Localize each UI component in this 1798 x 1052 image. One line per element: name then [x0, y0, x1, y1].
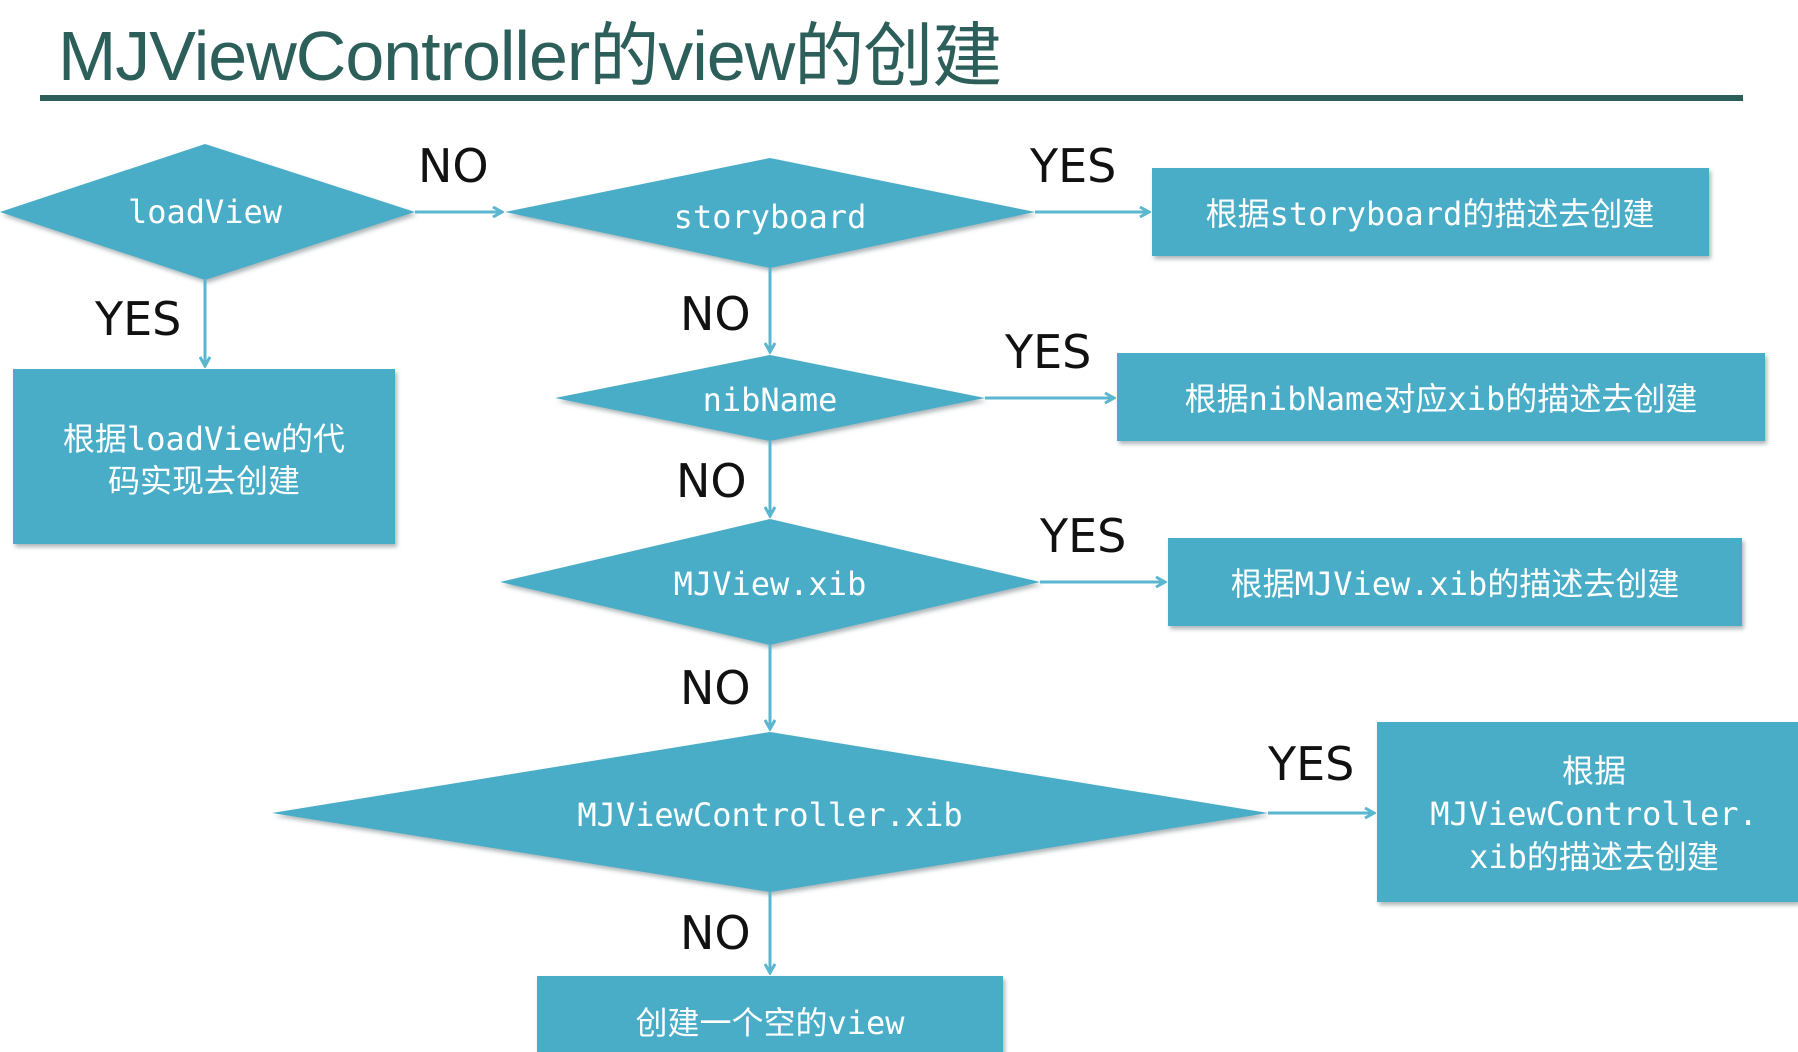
result-mjvc-line2: MJViewController. [1430, 795, 1758, 833]
decision-storyboard-shape [505, 158, 1035, 268]
result-empty-view: 创建一个空的view [537, 976, 1003, 1052]
result-nibname-box [1117, 353, 1765, 441]
decision-nibname: nibName [555, 355, 985, 441]
edge-label-loadview-yes: YES [94, 292, 181, 346]
decision-loadview-shape [0, 144, 415, 280]
decision-mjview-xib: MJView.xib [500, 519, 1040, 645]
result-storyboard: 根据storyboard的描述去创建 [1152, 168, 1709, 256]
decision-nibname-label: nibName [703, 381, 838, 419]
decision-mjviewcontroller-xib-label: MJViewController.xib [577, 796, 962, 834]
decision-loadview: loadView [0, 144, 415, 280]
result-storyboard-box [1152, 168, 1709, 256]
decision-loadview-label: loadView [128, 193, 283, 231]
result-mjview-xib: 根据MJView.xib的描述去创建 [1168, 538, 1742, 626]
connectors [205, 212, 1374, 973]
result-loadview-line1: 根据loadView的代 [63, 420, 345, 458]
edge-label-loadview-no: NO [418, 139, 489, 193]
edge-label-mjvc-yes: YES [1267, 737, 1354, 791]
edge-label-storyboard-yes: YES [1029, 139, 1116, 193]
decision-nibname-shape [555, 355, 985, 441]
result-loadview: 根据loadView的代 码实现去创建 [13, 369, 395, 544]
decision-mjviewcontroller-xib: MJViewController.xib [272, 732, 1268, 892]
result-storyboard-label: 根据storyboard的描述去创建 [1206, 195, 1655, 233]
result-mjviewcontroller-xib-box [1377, 722, 1798, 902]
result-nibname-label: 根据nibName对应xib的描述去创建 [1185, 380, 1698, 418]
result-mjviewcontroller-xib: 根据 MJViewController. xib的描述去创建 [1377, 722, 1798, 902]
result-mjview-xib-box [1168, 538, 1742, 626]
result-nibname: 根据nibName对应xib的描述去创建 [1117, 353, 1765, 441]
result-mjvc-line3: xib的描述去创建 [1469, 838, 1719, 876]
decision-storyboard: storyboard [505, 158, 1035, 268]
edge-label-nibname-no: NO [676, 454, 747, 508]
result-mjvc-line1: 根据 [1562, 752, 1626, 790]
edge-label-nibname-yes: YES [1004, 325, 1091, 379]
decision-mjview-xib-label: MJView.xib [674, 565, 867, 603]
result-empty-view-box [537, 976, 1003, 1052]
title-underline [40, 95, 1743, 101]
slide-title: MJViewController的view的创建 [58, 17, 1002, 95]
result-loadview-line2: 码实现去创建 [108, 462, 300, 500]
edge-label-mjview-no: NO [680, 661, 751, 715]
decision-mjview-xib-shape [500, 519, 1040, 645]
edge-label-storyboard-no: NO [680, 287, 751, 341]
edge-labels: NO YES YES NO YES NO YES NO YES NO [94, 139, 1354, 960]
decision-mjviewcontroller-xib-shape [272, 732, 1268, 892]
result-loadview-box [13, 369, 395, 544]
edge-label-mjview-yes: YES [1039, 509, 1126, 563]
result-mjview-xib-label: 根据MJView.xib的描述去创建 [1231, 565, 1680, 603]
edge-label-mjvc-no: NO [680, 906, 751, 960]
decision-storyboard-label: storyboard [674, 198, 867, 236]
result-empty-view-label: 创建一个空的view [635, 1004, 905, 1042]
